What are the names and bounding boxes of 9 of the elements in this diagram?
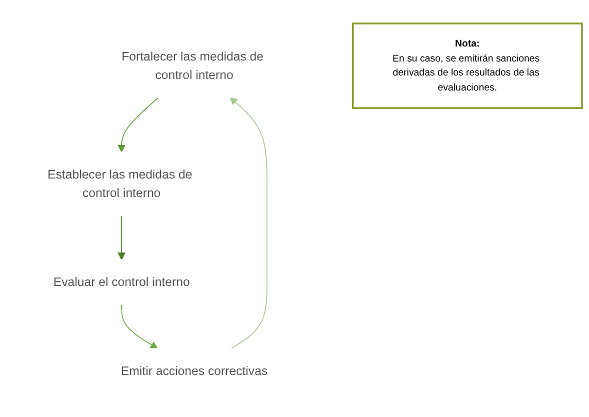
arrow	[118, 97, 159, 152]
arrow	[230, 97, 268, 350]
node-text: Emitir acciones correctivas	[120, 364, 268, 378]
node-text: Evaluar el control interno	[53, 274, 190, 289]
node-text: Fortalecer las medidas de control interno	[122, 49, 264, 82]
arrow	[118, 215, 126, 260]
node-box: Nota: En su caso, se emitirán sanciones derivadas de los resultados de las evaluaciones.	[352, 22, 583, 109]
arrow	[121, 304, 158, 349]
node-text: Establecer las medidas de control interno	[48, 167, 192, 200]
